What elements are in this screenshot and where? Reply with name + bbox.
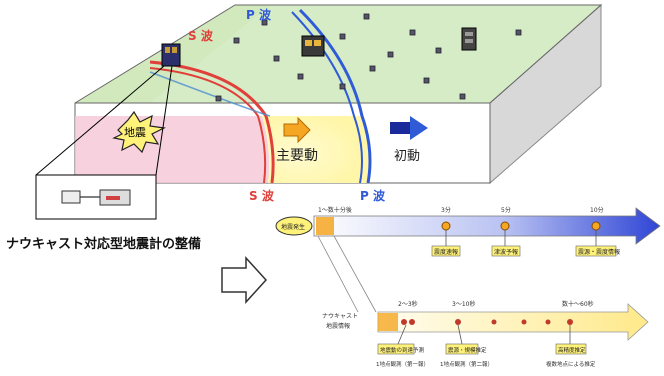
timeline-marker: 10分 震源・震度情報 — [575, 206, 620, 257]
marker-3-time: 10分 — [590, 206, 604, 214]
marker-2-time: 5分 — [501, 206, 511, 214]
nowcast-label-line2: 地震情報 — [326, 322, 350, 330]
marker-2-label: 津波予報 — [494, 248, 518, 256]
detail-box-c: 高精度推定 複数地点による推定 — [546, 325, 596, 368]
building-icon — [161, 43, 181, 67]
initial-motion-label: 初動 — [394, 149, 420, 164]
timeline-bottom-bar — [377, 303, 649, 341]
note-b: 1地点観測（第二報） — [440, 360, 493, 368]
s-wave-top-label: S 波 — [188, 28, 214, 43]
timeline-marker: 5分 津波予報 — [491, 206, 521, 257]
range-b-label: 3～10秒 — [452, 300, 475, 308]
initial-motion-arrow-icon — [390, 116, 428, 140]
timeline-marker: 3分 震度速報 — [431, 206, 461, 257]
right-arrow-icon — [221, 256, 268, 304]
detail-box-a: 地震動の到達予測 1地点観測（第一報） — [376, 324, 429, 368]
start-badge: 地震発生 — [275, 216, 313, 236]
range-c-label: 数十～60秒 — [562, 300, 594, 308]
box-b-label: 震源・規模推定 — [448, 346, 487, 354]
s-wave-bottom-label: S 波 — [249, 188, 275, 203]
main-motion-label: 主要動 — [276, 148, 318, 164]
ground-block — [74, 3, 603, 185]
station-markers — [215, 13, 522, 102]
marker-1-label: 震度速報 — [434, 248, 458, 256]
range-a-label: 2～3秒 — [398, 300, 418, 308]
note-c: 複数地点による推定 — [546, 360, 596, 368]
timeline-top-bar — [313, 207, 661, 245]
nowcast-seismometer-caption: ナウキャスト対応型地震計の整備 — [6, 237, 202, 252]
note-a: 1地点観測（第一報） — [376, 360, 429, 368]
earthquake-label: 地震 — [124, 126, 146, 139]
box-a-label: 地震動の到達予測 — [380, 346, 425, 354]
earthquake-burst-icon: 地震 — [112, 110, 166, 154]
seismometer-callout — [35, 65, 173, 220]
building-icon — [301, 35, 325, 57]
p-wave-top-label: P 波 — [246, 7, 272, 22]
top-range-label: 1～数十分後 — [318, 206, 352, 214]
building-icon — [461, 27, 477, 51]
detail-box-b: 震源・規模推定 1地点観測（第二報） — [440, 324, 493, 368]
box-c-label: 高精度推定 — [558, 346, 586, 354]
start-label: 地震発生 — [281, 223, 305, 231]
seismometer-icon — [61, 189, 131, 206]
marker-1-time: 3分 — [441, 206, 451, 214]
marker-3-label: 震源・震度情報 — [578, 248, 620, 256]
main-motion-arrow-icon — [283, 116, 311, 144]
p-wave-bottom-label: P 波 — [360, 188, 386, 203]
nowcast-label-line1: ナウキャスト — [322, 312, 358, 320]
timeline-dots — [401, 319, 573, 325]
